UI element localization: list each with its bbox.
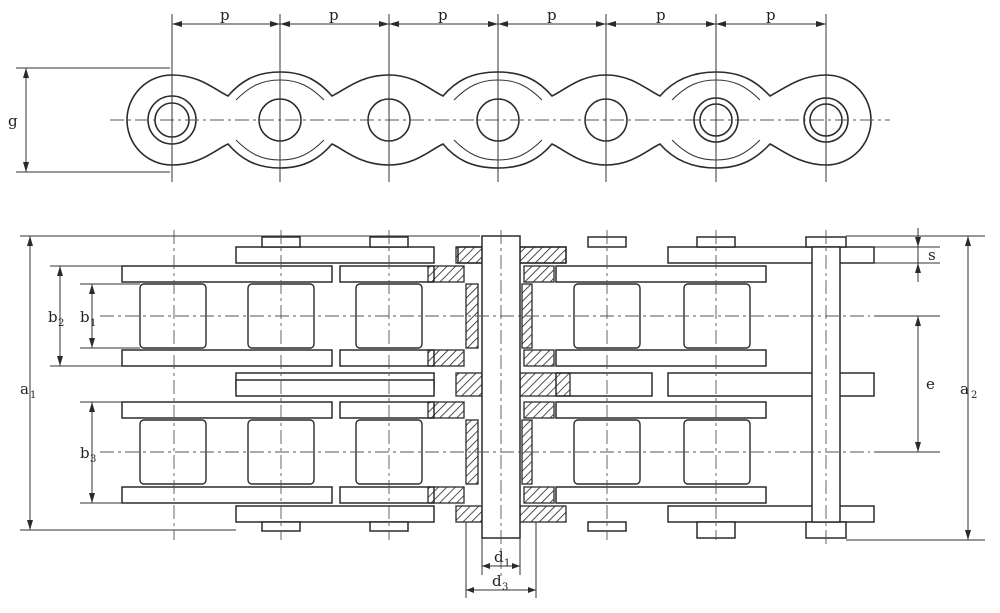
rollers (139, 283, 751, 485)
d1-label: d (494, 548, 504, 566)
s-label: s (928, 246, 936, 264)
b3-label: b (80, 444, 90, 462)
pitch-label-1: p (220, 6, 230, 24)
pitch-label-6: p (766, 6, 776, 24)
a2-sub: 2 (971, 390, 977, 401)
plan-view: a 1 b 2 b 1 b 3 a 2 (20, 228, 985, 598)
b3-sub: 3 (90, 454, 96, 465)
a1-sub: 1 (30, 390, 36, 401)
pitch-label-5: p (656, 6, 666, 24)
pitch-label-4: p (547, 6, 557, 24)
side-view: p p p p p p g (8, 6, 890, 182)
pitch-arrows (172, 21, 826, 27)
pitch-label-2: p (329, 6, 339, 24)
plan-centerlines (100, 230, 870, 580)
pitch-extension-lines (171, 14, 827, 182)
height-label: g (8, 112, 18, 130)
d3-label: d (492, 572, 502, 590)
a2-label: a (960, 380, 969, 398)
pitch-label-3: p (438, 6, 448, 24)
d1-sub: 1 (504, 558, 510, 569)
b2-sub: 2 (58, 318, 64, 329)
sectioned-pin (427, 235, 571, 539)
b1-sub: 1 (90, 318, 96, 329)
b2-label: b (48, 308, 58, 326)
e-label: e (926, 375, 935, 393)
b1-label: b (80, 308, 90, 326)
a1-label: a (20, 380, 29, 398)
d3-sub: 3 (502, 582, 508, 593)
inner-plates (121, 265, 767, 504)
